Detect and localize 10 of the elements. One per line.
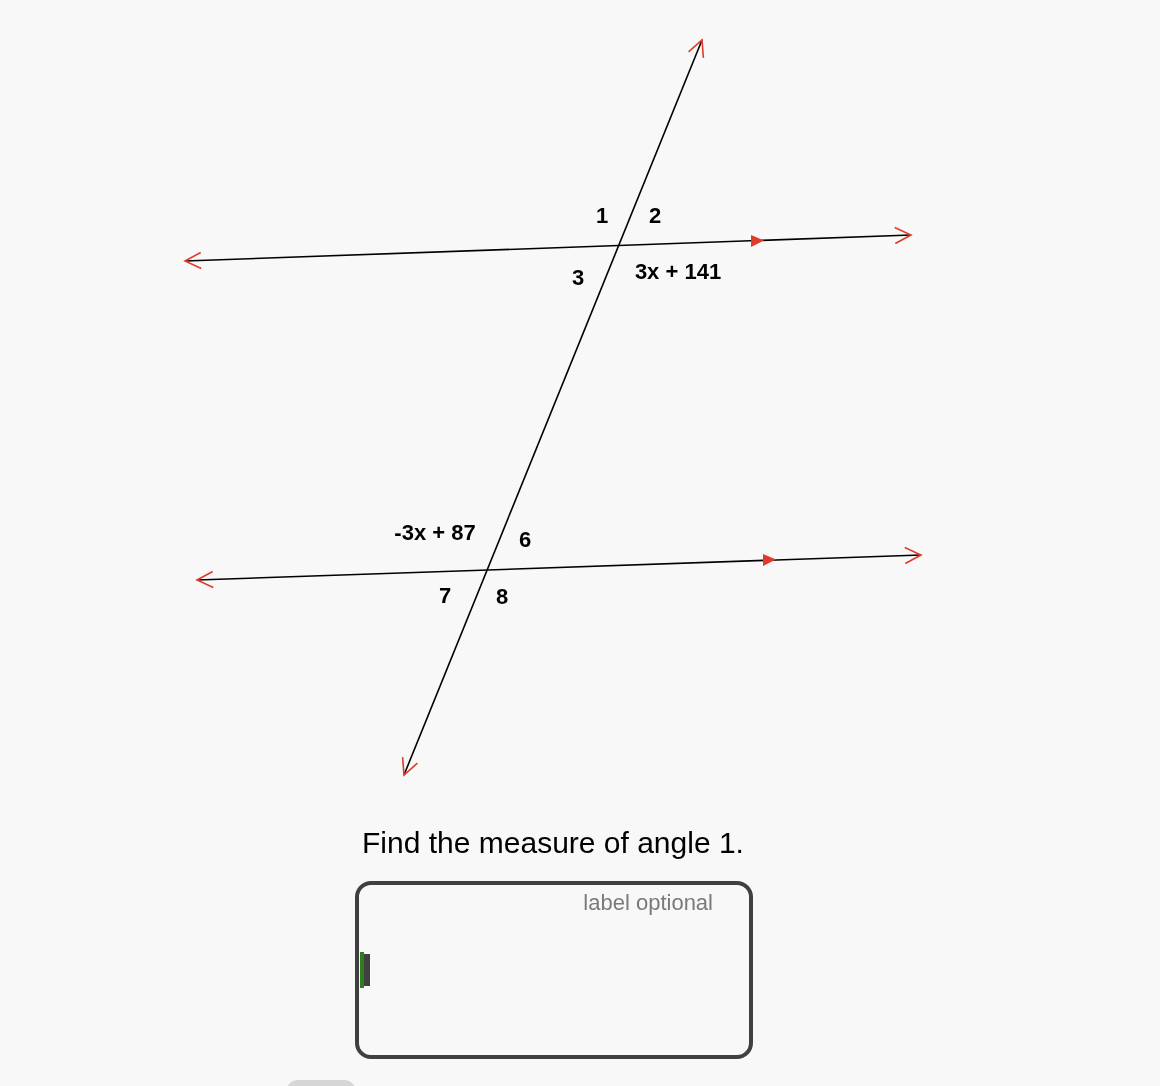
angle-number: 2 bbox=[648, 205, 662, 227]
placeholder-text: label optional bbox=[583, 889, 713, 917]
angle-number: 1 bbox=[595, 205, 609, 227]
angle-number: 7 bbox=[438, 585, 452, 607]
question-text: Find the measure of angle 1. bbox=[362, 828, 744, 858]
angle-expression: -3x + 87 bbox=[394, 522, 476, 544]
angle-number: 6 bbox=[518, 529, 532, 551]
angle-expression: 3x + 141 bbox=[634, 261, 722, 283]
angle-number: 8 bbox=[495, 586, 509, 608]
angle-number: 3 bbox=[571, 267, 585, 289]
